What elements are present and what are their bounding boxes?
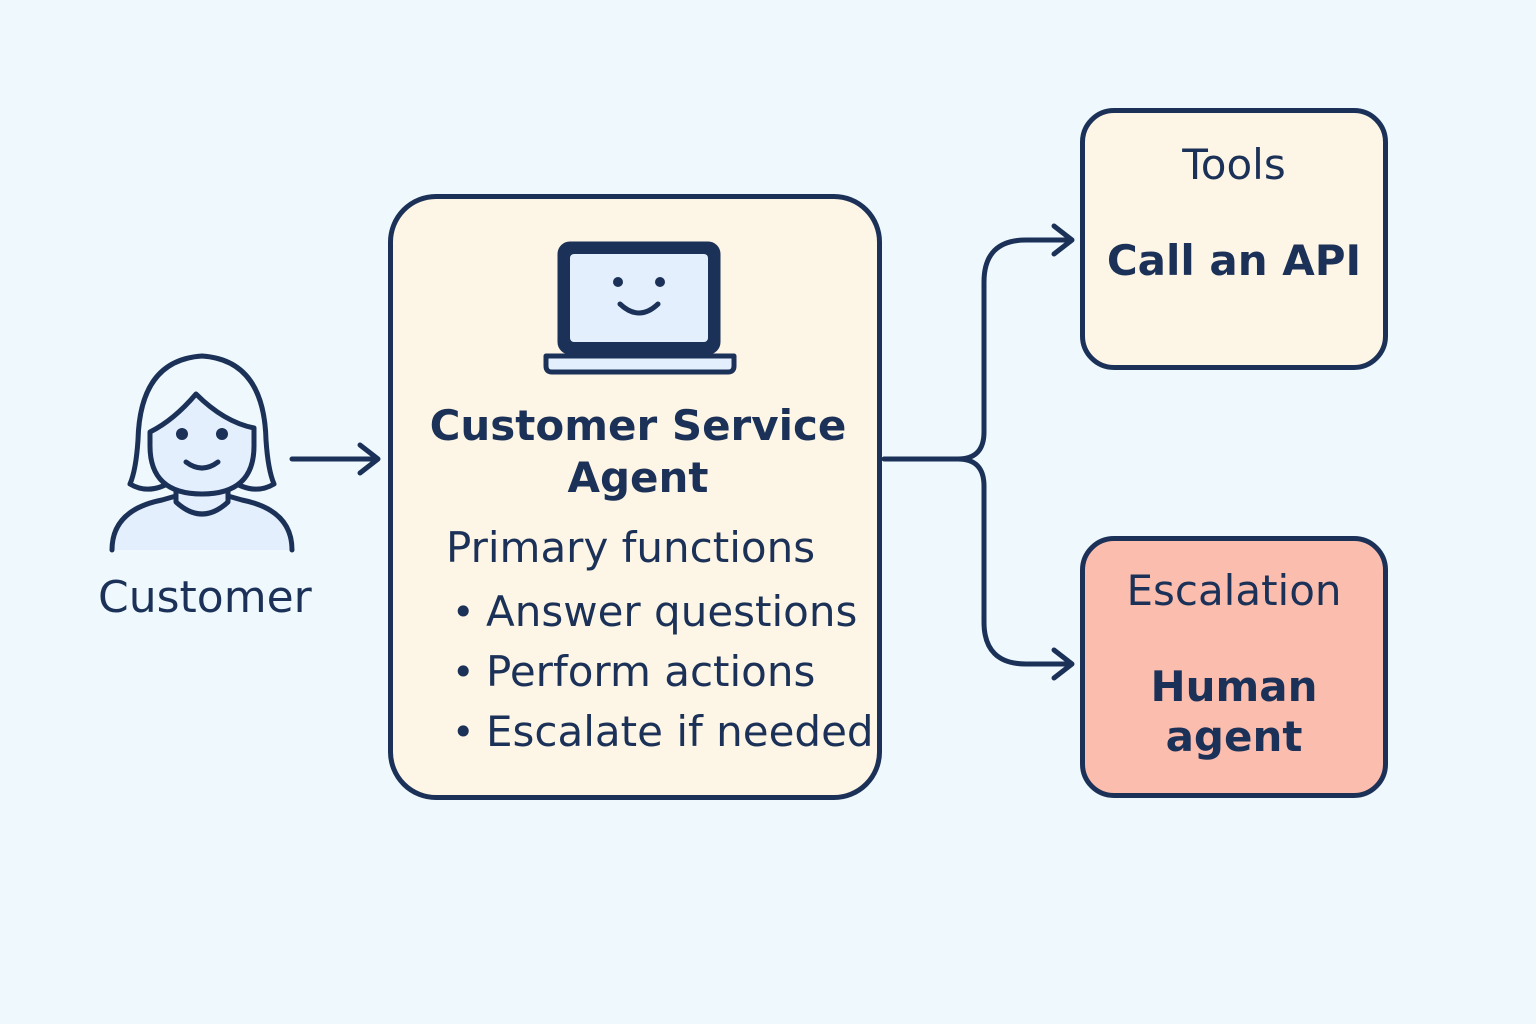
escalation-box <box>1080 536 1388 798</box>
function-label: Escalate if needed <box>486 707 874 756</box>
escalation-title: Escalation <box>1126 566 1342 615</box>
function-label: Perform actions <box>486 647 816 696</box>
function-item: •Answer questions <box>448 582 874 642</box>
bullet-icon: • <box>452 590 475 634</box>
function-label: Answer questions <box>486 587 858 636</box>
customer-label: Customer <box>98 572 312 623</box>
agent-title: Customer Service Agent <box>429 401 847 502</box>
tools-action: Call an API <box>1106 236 1362 285</box>
smiling-laptop-icon <box>543 241 737 375</box>
customer-to-agent-arrow <box>289 442 381 476</box>
functions-list: •Answer questions •Perform actions •Esca… <box>448 582 874 762</box>
bullet-icon: • <box>452 650 475 694</box>
tools-title: Tools <box>1182 140 1286 189</box>
person-icon <box>109 353 295 553</box>
escalation-action: Human agent <box>1150 662 1318 761</box>
bullet-icon: • <box>452 710 475 754</box>
tools-box <box>1080 108 1388 370</box>
agent-to-tools-arrow <box>955 223 1075 462</box>
function-item: •Perform actions <box>448 642 874 702</box>
function-item: •Escalate if needed <box>448 702 874 762</box>
agent-to-escalation-arrow <box>955 456 1075 681</box>
functions-title: Primary functions <box>446 523 816 572</box>
